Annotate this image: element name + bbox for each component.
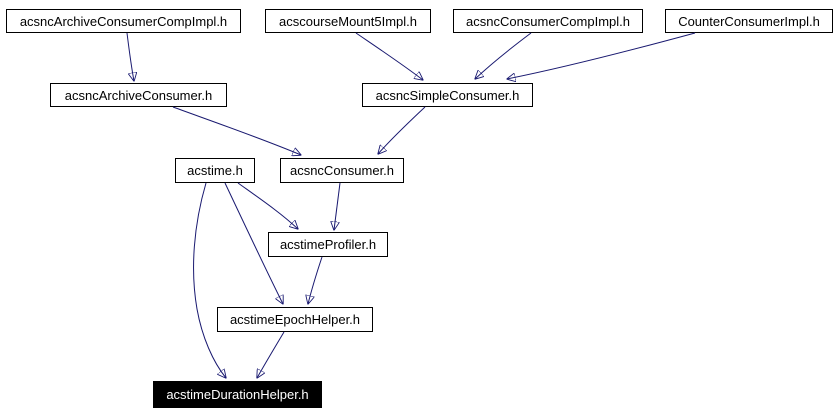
edge-acscourseMount5Impl-to-acsncSimpleConsumer bbox=[355, 32, 423, 80]
edge-acstime-to-acstimeDurationHelper bbox=[193, 182, 226, 378]
node-acsncSimpleConsumer[interactable]: acsncSimpleConsumer.h bbox=[362, 83, 533, 107]
edge-acsncConsumerCompImpl-to-acsncSimpleConsumer bbox=[475, 32, 532, 79]
node-label: CounterConsumerImpl.h bbox=[678, 13, 820, 29]
node-label: acsncArchiveConsumer.h bbox=[64, 87, 213, 103]
edge-acsncArchiveConsumer-to-acsncConsumer bbox=[172, 106, 301, 155]
node-acsncConsumerCompImpl[interactable]: acsncConsumerCompImpl.h bbox=[453, 9, 643, 33]
node-acstimeProfiler[interactable]: acstimeProfiler.h bbox=[268, 232, 388, 257]
node-label: acstimeProfiler.h bbox=[279, 237, 377, 252]
node-acstime[interactable]: acstime.h bbox=[175, 158, 255, 183]
edge-CounterConsumerImpl-to-acsncSimpleConsumer bbox=[507, 32, 696, 79]
node-label: acsncArchiveConsumerCompImpl.h bbox=[19, 13, 228, 29]
node-acsncConsumer[interactable]: acsncConsumer.h bbox=[280, 158, 404, 183]
node-label: acscourseMount5Impl.h bbox=[278, 13, 417, 29]
edge-acsncConsumer-to-acstimeProfiler bbox=[334, 182, 341, 230]
edge-acstimeEpochHelper-to-acstimeDurationHelper bbox=[257, 331, 285, 378]
edge-acstimeProfiler-to-acstimeEpochHelper bbox=[308, 256, 323, 304]
node-label: acstime.h bbox=[187, 163, 243, 178]
node-CounterConsumerImpl[interactable]: CounterConsumerImpl.h bbox=[665, 9, 833, 33]
edge-acsncSimpleConsumer-to-acsncConsumer bbox=[378, 106, 426, 154]
edge-acstime-to-acstimeProfiler bbox=[237, 182, 298, 229]
edge-acsncArchiveConsumerCompImpl-to-acsncArchiveConsumer bbox=[126, 32, 134, 81]
node-label: acsncConsumerCompImpl.h bbox=[465, 13, 630, 29]
node-label: acsncConsumer.h bbox=[289, 163, 395, 178]
node-label: acstimeDurationHelper.h bbox=[166, 387, 309, 402]
node-label: acsncSimpleConsumer.h bbox=[375, 87, 520, 103]
node-acsncArchiveConsumer[interactable]: acsncArchiveConsumer.h bbox=[50, 83, 227, 107]
node-acscourseMount5Impl[interactable]: acscourseMount5Impl.h bbox=[265, 9, 431, 33]
node-acstimeDurationHelper-current: acstimeDurationHelper.h bbox=[153, 381, 322, 408]
node-acsncArchiveConsumerCompImpl[interactable]: acsncArchiveConsumerCompImpl.h bbox=[6, 9, 241, 33]
node-label: acstimeEpochHelper.h bbox=[229, 312, 361, 327]
node-acstimeEpochHelper[interactable]: acstimeEpochHelper.h bbox=[217, 307, 373, 332]
